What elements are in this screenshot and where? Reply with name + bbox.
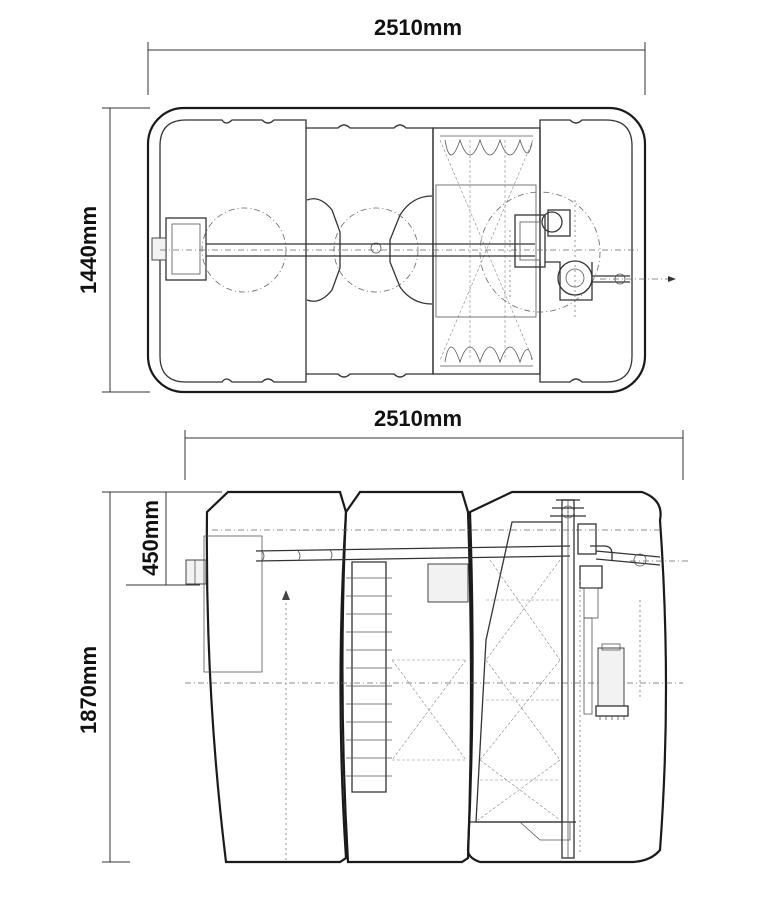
side-middle-section <box>341 490 473 864</box>
side-middle-column <box>351 561 387 793</box>
top-depth-dimension: 1440mm <box>76 107 150 393</box>
side-height-dimension: 1870mm <box>76 491 222 863</box>
side-height-label: 1870mm <box>76 646 101 734</box>
top-view: 2510mm 1440mm <box>76 15 676 394</box>
side-inlet-depth-label: 450mm <box>138 500 163 576</box>
side-right-section <box>466 490 668 864</box>
side-view: 2510mm 1870mm 450mm <box>76 406 690 864</box>
side-inlet-depth-dimension: 450mm <box>126 492 200 586</box>
top-depth-label: 1440mm <box>76 206 101 294</box>
top-tank-inner-rib <box>159 119 307 383</box>
side-width-dimension: 2510mm <box>184 406 684 480</box>
side-left-section <box>205 490 348 864</box>
side-filter-cage <box>475 521 563 823</box>
side-pump-unit <box>597 647 625 707</box>
side-width-label: 2510mm <box>374 406 462 431</box>
top-width-dimension: 2510mm <box>147 15 646 95</box>
top-tank-outline <box>146 106 647 394</box>
top-width-label: 2510mm <box>374 15 462 40</box>
top-treatment-compartment <box>432 127 541 375</box>
